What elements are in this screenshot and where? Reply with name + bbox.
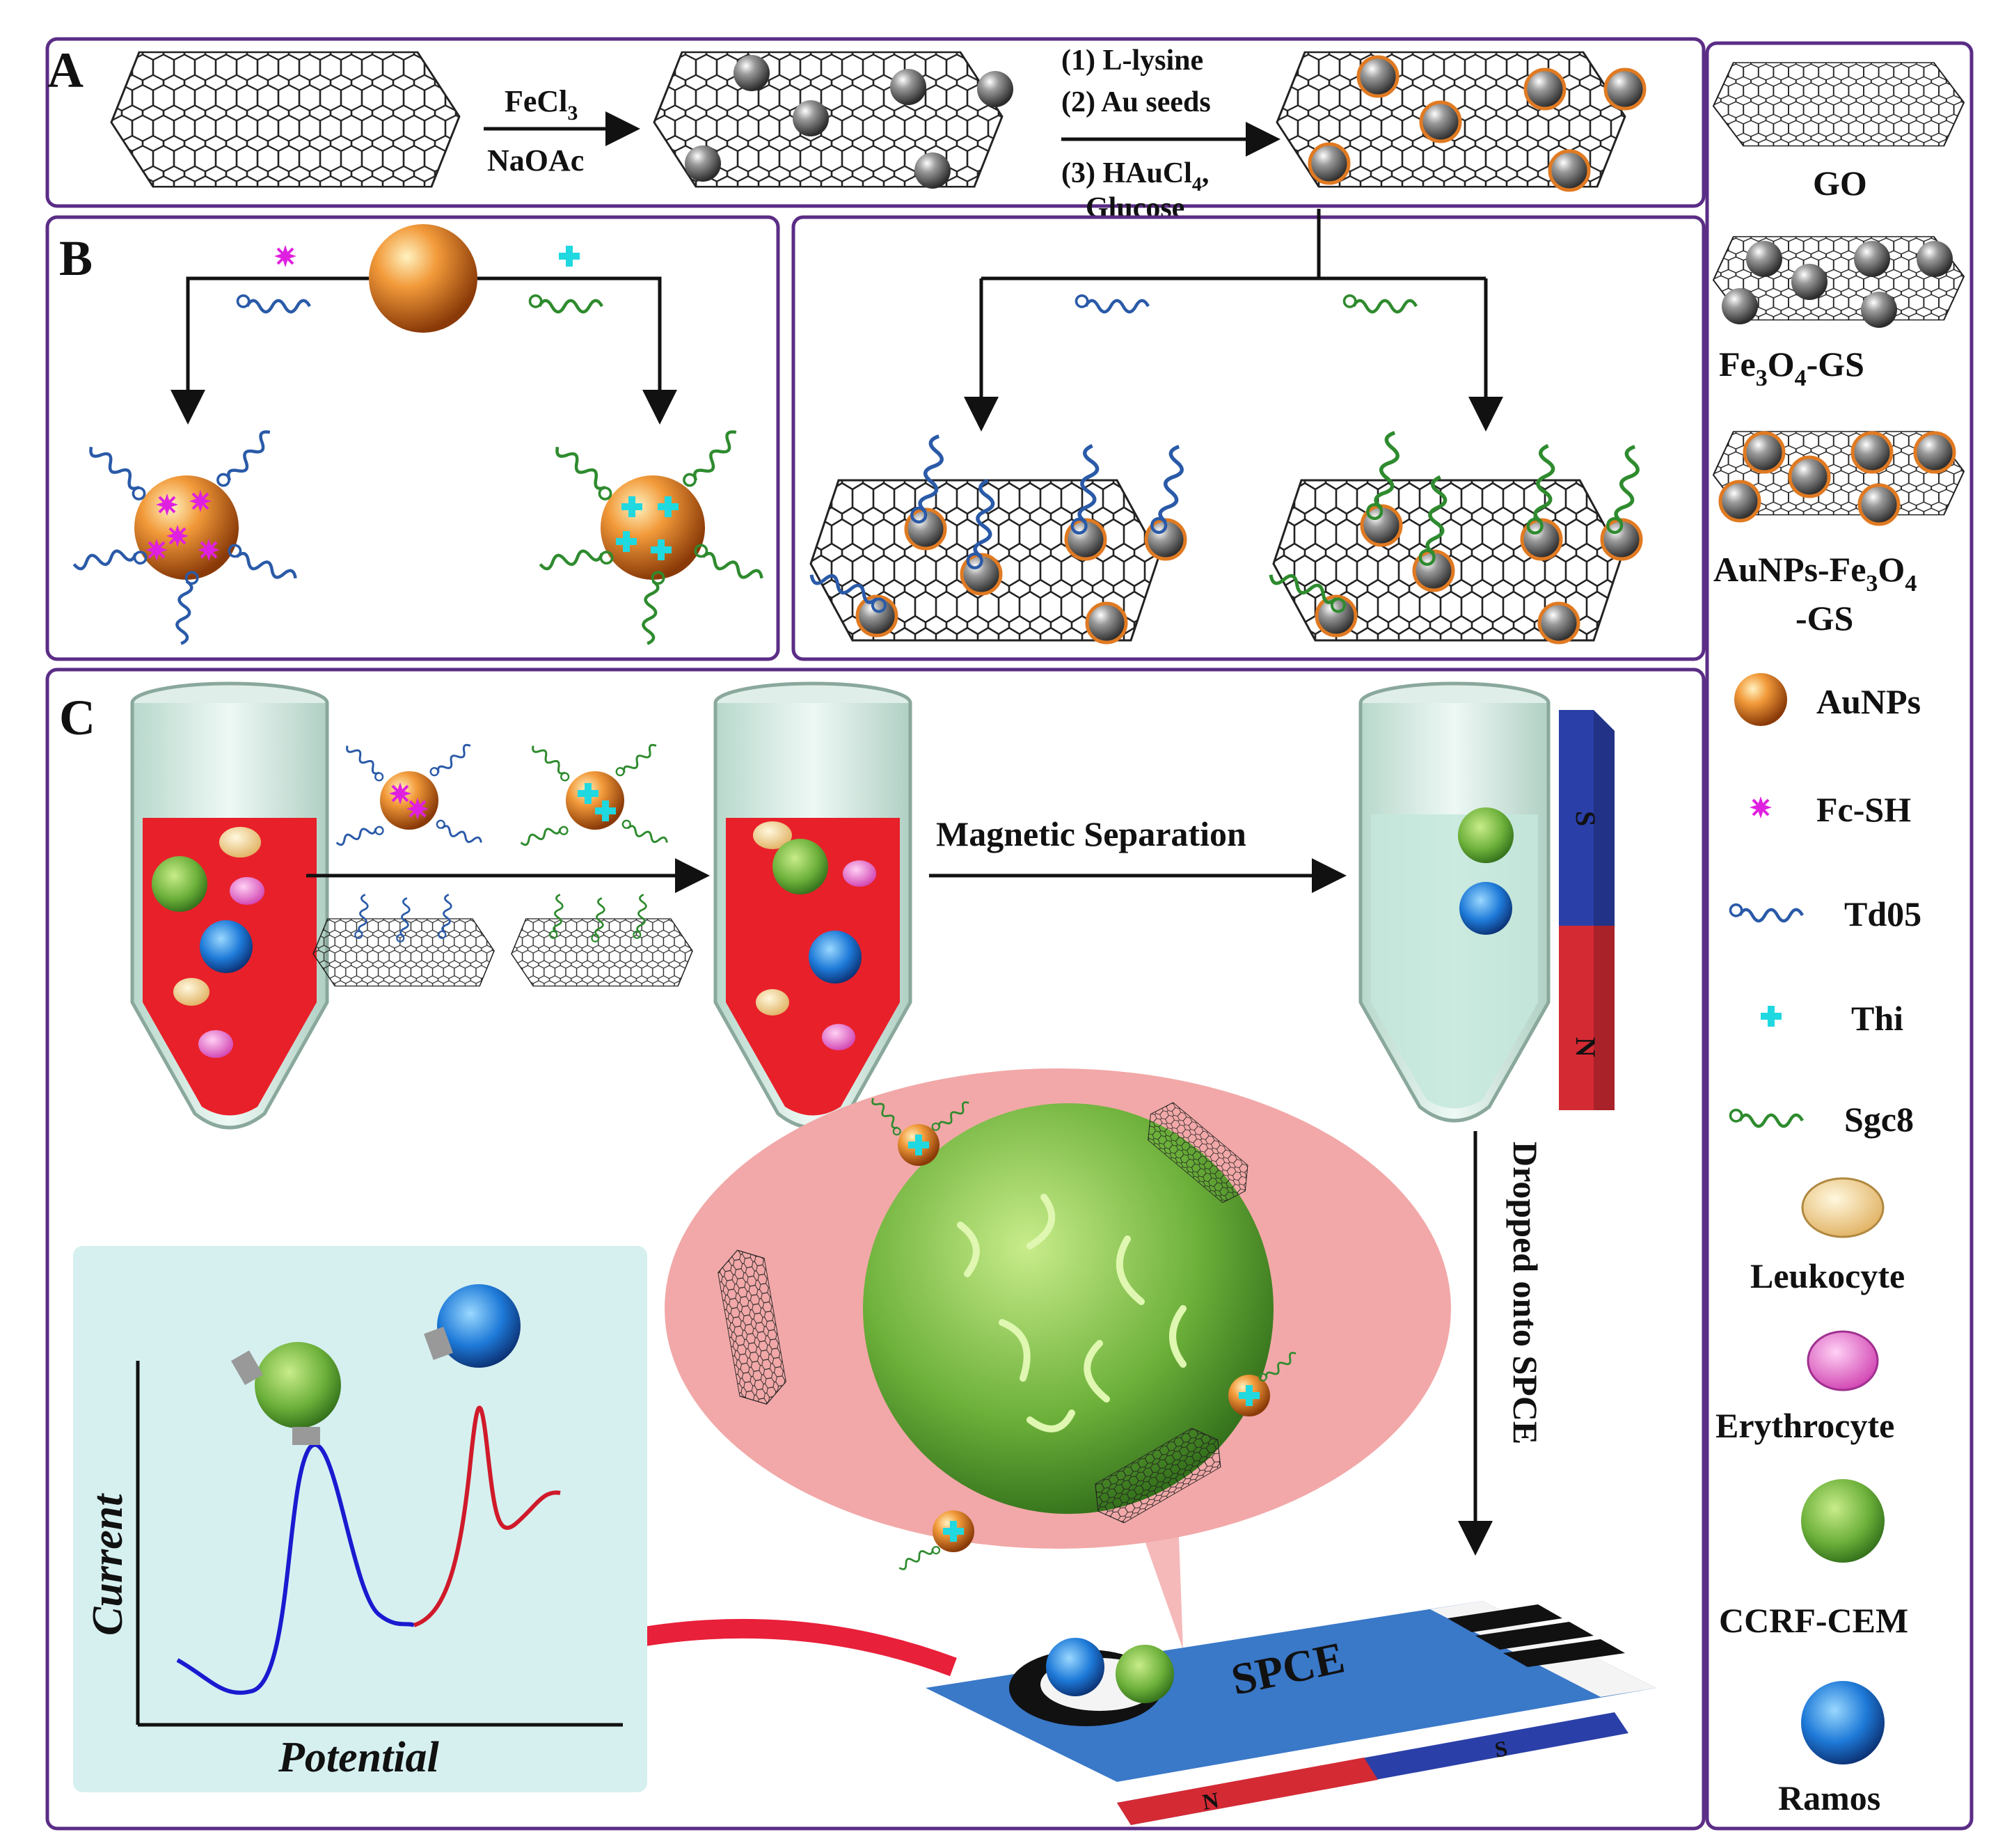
vertical-magnet: S N [1559,710,1615,1110]
spce-electrode: SPCE N S [926,1601,1656,1825]
blue-peak-curve [176,1443,415,1695]
sample-tube-initial [130,681,329,1130]
aunps-fe3o4-gs-sheet [1276,51,1644,190]
arrow-to-td05-probe [171,276,369,425]
magnet-s-label: S [1570,811,1601,826]
zoom-captured-cell [665,1068,1451,1650]
sample-tube-separated [1358,681,1551,1123]
legend-td05: Td05 [1731,894,1921,933]
step2-l-lysine: (1) L-lysine [1061,45,1203,77]
legend-panel: GO Fe3O4-GS AuNPs-Fe3O4 -GS AuNPs Fc-SH [1705,41,1974,1831]
added-sheets [312,893,693,987]
legend-fe3o4-gs: Fe3O4-GS [1712,235,1965,391]
panel-b-label: B [59,230,93,286]
sample-tube-labeled [713,681,912,1130]
svg-text:AuNPs-Fe3O4: AuNPs-Fe3O4 [1713,550,1917,597]
y-axis-label: Current [84,1493,132,1636]
graphene-oxide-sheet [110,51,461,188]
ccrf-cem-cell-icon [255,1342,341,1428]
fe3o4-gs-sheet [653,51,1013,189]
step1-reagent-naoac: NaOAc [487,143,584,177]
panel-a: A FeCl3 NaOAc (1) L-lysine (2) Au seeds … [45,37,1706,224]
svg-text:Sgc8: Sgc8 [1844,1100,1914,1139]
dropped-onto-spce-label: Dropped onto SPCE [1506,1142,1545,1444]
step2-au-seeds: (2) Au seeds [1061,86,1211,118]
svg-text:-GS: -GS [1795,599,1853,638]
legend-ccrf-cem: CCRF-CEM [1719,1479,1908,1640]
magnet-n-label: N [1570,1037,1601,1057]
svg-text:Erythrocyte: Erythrocyte [1715,1406,1894,1445]
svg-text:Td05: Td05 [1844,894,1921,933]
added-probes [334,739,671,851]
legend-aunps: AuNPs [1734,673,1921,726]
step1-reagent-fecl3: FeCl3 [505,84,578,125]
legend-ramos: Ramos [1778,1681,1885,1817]
arrow-to-sgc8-probe [477,276,677,425]
dpv-plot: Current Potential [73,1246,647,1792]
red-peak-curve [413,1405,561,1627]
thi-marker [559,246,580,267]
legend-thi: Thi [1761,999,1903,1038]
panel-c-label: C [59,690,95,745]
sgc8-modified-sheet [1267,430,1642,642]
panel-c: C [45,668,1706,1831]
x-axis-label: Potential [278,1734,440,1781]
svg-text:CCRF-CEM: CCRF-CEM [1719,1601,1908,1640]
svg-text:Ramos: Ramos [1778,1778,1880,1817]
ramos-cell-icon [437,1284,521,1368]
td05-modified-sheet [807,434,1186,642]
svg-text:AuNPs: AuNPs [1816,682,1921,721]
panel-a-label: A [47,42,84,98]
legend-erythrocyte: Erythrocyte [1715,1330,1894,1445]
aunp-center [369,224,477,333]
legend-aunps-fe3o4-gs: AuNPs-Fe3O4 -GS [1712,430,1965,638]
td05-aptamer [238,296,310,312]
svg-text:Fe3O4-GS: Fe3O4-GS [1719,345,1864,391]
step2-haucl4: (3) HAuCl4, [1061,157,1209,196]
magnetic-separation-label: Magnetic Separation [936,814,1246,853]
td05-fc-probe [73,425,299,645]
legend-fc-sh: Fc-SH [1748,790,1911,829]
sgc8-aptamer [530,296,603,312]
svg-text:GO: GO [1813,164,1867,203]
sgc8-thi-probe [539,425,766,645]
panel-b: B [45,215,780,661]
legend-go: GO [1712,61,1965,203]
step2-glucose: Glucose [1086,192,1184,224]
legend-sgc8: Sgc8 [1731,1100,1914,1139]
aptamer-functionalization [791,209,1706,661]
legend-leukocyte: Leukocyte [1750,1177,1905,1295]
svg-text:Leukocyte: Leukocyte [1750,1256,1905,1295]
svg-text:Fc-SH: Fc-SH [1816,790,1911,829]
bottom-magnet-s: S [1493,1735,1509,1762]
svg-text:Thi: Thi [1851,999,1903,1038]
fc-sh-marker [273,244,298,269]
